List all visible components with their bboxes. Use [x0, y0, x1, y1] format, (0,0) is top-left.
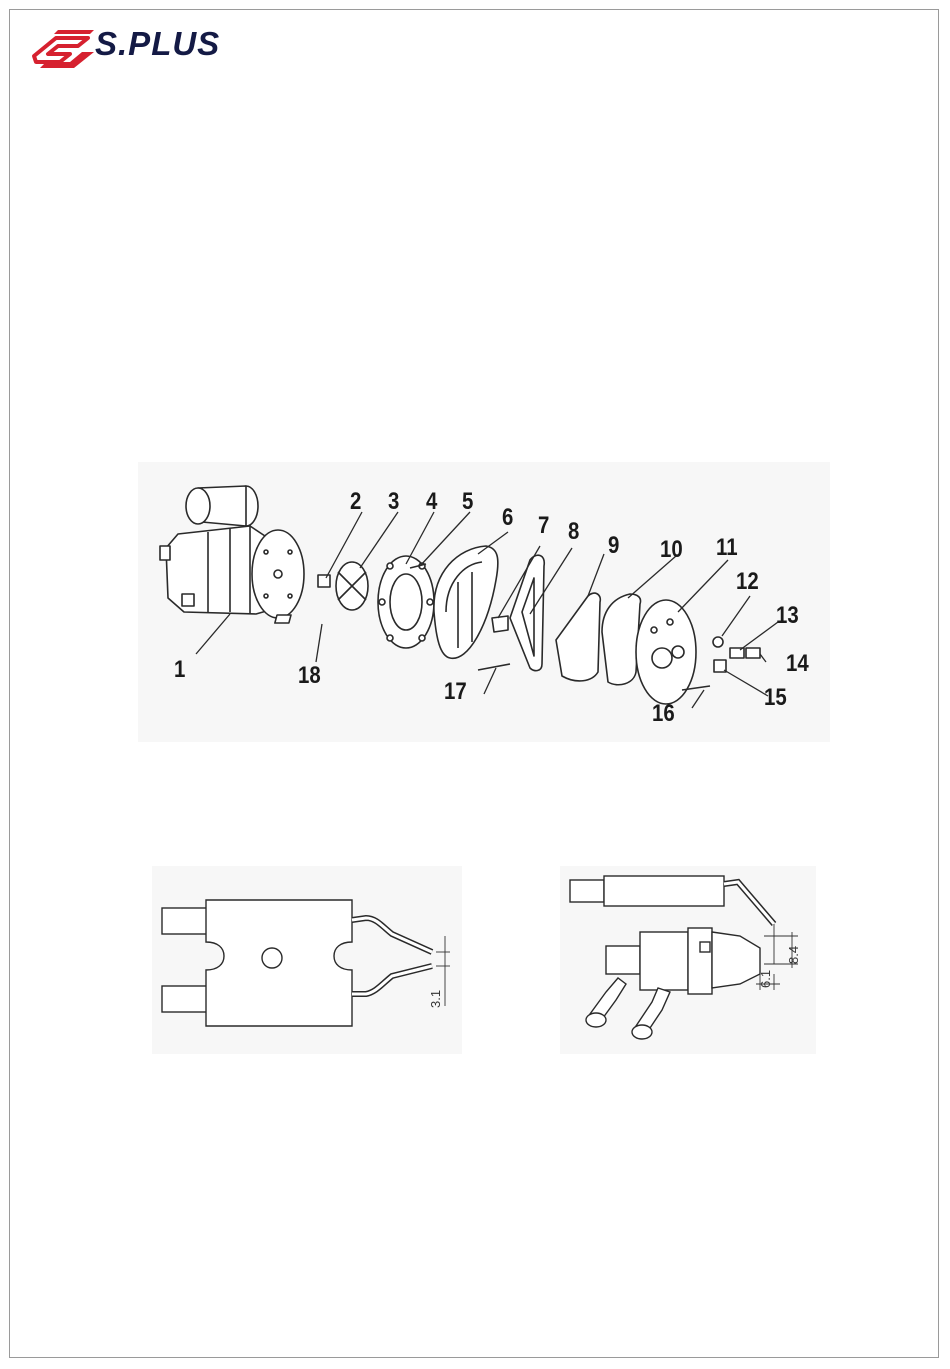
brand-logo: S.PLUS — [30, 22, 260, 74]
callout-18: 18 — [298, 664, 321, 688]
exploded-view-figure: 1 2 3 4 5 6 7 8 9 10 11 12 13 14 15 16 1… — [138, 462, 830, 742]
dimension-width: 6.1 — [758, 970, 773, 988]
exploded-view-drawing — [138, 462, 830, 742]
callout-11: 11 — [716, 536, 738, 560]
electrode-top-view-drawing — [152, 866, 462, 1054]
callout-15: 15 — [764, 686, 787, 710]
callout-9: 9 — [608, 534, 619, 558]
electrode-top-view-figure: 3.1 — [152, 866, 462, 1054]
callout-4: 4 — [426, 490, 437, 514]
callout-14: 14 — [786, 652, 809, 676]
callout-16: 16 — [652, 702, 675, 726]
dimension-height: 8.4 — [786, 946, 801, 964]
callout-3: 3 — [388, 490, 399, 514]
callout-13: 13 — [776, 604, 799, 628]
callout-8: 8 — [568, 520, 579, 544]
callout-6: 6 — [502, 506, 513, 530]
electrode-side-view-drawing — [560, 866, 816, 1054]
dimension-gap: 3.1 — [428, 990, 443, 1008]
callout-5: 5 — [462, 490, 473, 514]
brand-mark-icon — [30, 22, 100, 74]
callout-12: 12 — [736, 570, 759, 594]
callout-2: 2 — [350, 490, 361, 514]
callout-10: 10 — [660, 538, 683, 562]
callout-17: 17 — [444, 680, 467, 704]
electrode-side-view-figure: 8.4 6.1 — [560, 866, 816, 1054]
brand-name: S.PLUS — [95, 26, 220, 62]
callout-1: 1 — [174, 658, 185, 682]
callout-7: 7 — [538, 514, 549, 538]
